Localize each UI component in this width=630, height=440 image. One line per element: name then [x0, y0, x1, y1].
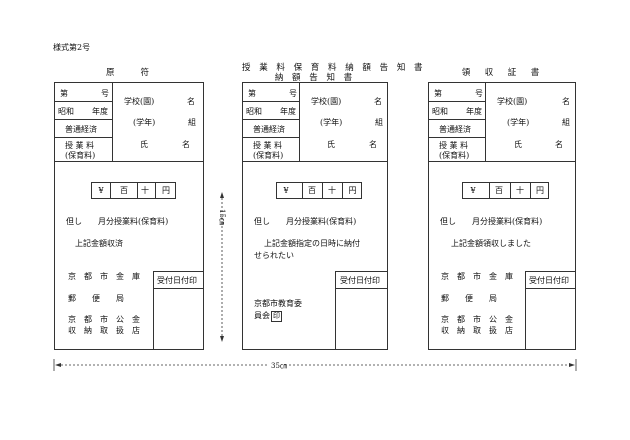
year-label: 年度	[280, 107, 296, 116]
yen-unit-label: 円	[162, 186, 170, 195]
person-label: 氏	[140, 140, 148, 149]
public-funds-line2: 収 納 取 扱 店	[441, 326, 513, 335]
yen-sign: ¥	[470, 186, 476, 195]
month-line: 月分授業料(保育料)	[98, 217, 169, 226]
city-treasury: 京 都 市 金 庫	[68, 272, 140, 281]
grade-label: (学年)	[320, 118, 343, 127]
era-label: 昭和	[58, 107, 74, 116]
month-line: 月分授業料(保育料)	[286, 217, 357, 226]
payment-statement-cont: せられたい	[254, 251, 294, 260]
school-label: 学校(園)	[124, 97, 155, 106]
school-name-suffix: 名	[187, 97, 195, 106]
hundred-label: 百	[495, 186, 503, 195]
yen-sign: ¥	[283, 186, 289, 195]
notice-frame	[242, 82, 388, 350]
class-suffix: 組	[375, 118, 383, 127]
notice-subtitle: 納 額 告 知 書	[274, 73, 356, 83]
stamp-box	[335, 271, 388, 350]
year-label: 年度	[92, 107, 108, 116]
ten-label: 十	[141, 186, 149, 195]
month-prefix: 但し	[440, 217, 456, 226]
account-label: 普通経済	[439, 125, 471, 134]
school-label: 学校(園)	[311, 97, 342, 106]
number-label: 第	[434, 89, 442, 98]
fee-label-sub: (保育料)	[439, 151, 470, 160]
fee-label-sub: (保育料)	[65, 151, 96, 160]
number-label: 第	[60, 89, 68, 98]
receipt-frame	[428, 82, 576, 350]
school-label: 学校(園)	[497, 97, 528, 106]
yen-sign: ¥	[98, 186, 104, 195]
width-dimension-label: 35㎝	[269, 361, 289, 371]
issuer-line2: 員会印	[254, 310, 282, 322]
month-prefix: 但し	[254, 217, 270, 226]
fee-label: 授 業 料	[253, 141, 283, 150]
issuer-line1: 京都市教育委	[254, 299, 302, 308]
receipt-statement: 上記金額領収しました	[451, 239, 531, 248]
school-name-suffix: 名	[562, 97, 570, 106]
person-label: 氏	[514, 140, 522, 149]
height-dimension-label: 15㎝	[218, 209, 226, 225]
person-label: 氏	[327, 140, 335, 149]
city-treasury: 京 都 市 金 庫	[441, 272, 513, 281]
stamp-box	[525, 271, 576, 350]
stub-title: 原 符	[105, 68, 152, 78]
stamp-box	[153, 271, 204, 350]
class-suffix: 組	[562, 118, 570, 127]
era-label: 昭和	[246, 107, 262, 116]
amount-box: ¥ 百 十 円	[462, 182, 549, 199]
receipt-title: 領 収 証 書	[461, 68, 543, 78]
amount-box: ¥ 百 十 円	[276, 182, 362, 199]
public-funds-line2: 収 納 取 扱 店	[68, 326, 140, 335]
number-suffix: 号	[101, 89, 109, 98]
person-suffix: 名	[369, 140, 377, 149]
issuer-name-end: 員会	[254, 311, 270, 320]
received-statement: 上記金額収済	[75, 239, 123, 248]
public-funds-line1: 京 都 市 公 金	[441, 315, 513, 324]
month-line: 月分授業料(保育料)	[472, 217, 543, 226]
post-office: 郵 便 局	[441, 294, 497, 303]
class-suffix: 組	[188, 118, 196, 127]
account-label: 普通経済	[253, 125, 285, 134]
stamp-label: 受付日付印	[340, 276, 380, 285]
yen-unit-label: 円	[536, 186, 544, 195]
year-label: 年度	[466, 107, 482, 116]
stamp-label: 受付日付印	[529, 276, 569, 285]
stamp-label: 受付日付印	[157, 276, 197, 285]
hundred-label: 百	[120, 186, 128, 195]
public-funds-line1: 京 都 市 公 金	[68, 315, 140, 324]
fee-label-sub: (保育料)	[253, 151, 284, 160]
grade-label: (学年)	[133, 118, 156, 127]
notice-title: 授 業 料 保 育 料 納 額 告 知 書	[242, 63, 426, 73]
number-suffix: 号	[475, 89, 483, 98]
fee-label: 授 業 料	[439, 141, 469, 150]
number-label: 第	[248, 89, 256, 98]
amount-box: ¥ 百 十 円	[91, 182, 176, 199]
person-suffix: 名	[182, 140, 190, 149]
era-label: 昭和	[432, 107, 448, 116]
form-id: 様式第2号	[53, 43, 91, 52]
fee-label: 授 業 料	[65, 141, 95, 150]
payment-statement: 上記金額指定の日時に納付	[264, 239, 360, 248]
account-label: 普通経済	[65, 125, 97, 134]
post-office: 郵 便 局	[68, 294, 124, 303]
number-suffix: 号	[289, 89, 297, 98]
ten-label: 十	[328, 186, 336, 195]
stub-frame	[54, 82, 204, 350]
school-name-suffix: 名	[374, 97, 382, 106]
hundred-label: 百	[308, 186, 316, 195]
official-seal: 印	[271, 311, 282, 322]
month-prefix: 但し	[66, 217, 82, 226]
person-suffix: 名	[555, 140, 563, 149]
ten-label: 十	[516, 186, 524, 195]
yen-unit-label: 円	[348, 186, 357, 195]
grade-label: (学年)	[507, 118, 530, 127]
